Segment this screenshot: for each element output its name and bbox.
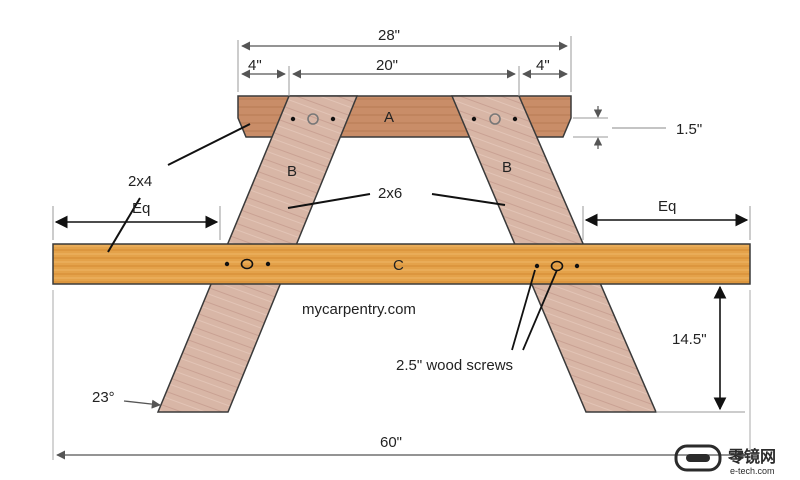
seat-support-c: [52, 243, 751, 285]
dimension-seat-height: [656, 285, 745, 413]
site-credit: mycarpentry.com: [302, 301, 416, 318]
dimension-eq-right-label: Eq: [658, 198, 676, 215]
angle-indicator: [123, 399, 161, 409]
callout-2x6-label: 2x6: [378, 185, 402, 202]
dimension-top-parts: [241, 66, 568, 96]
part-label-a: A: [384, 109, 394, 126]
dimension-thickness-label: 1.5": [676, 121, 702, 138]
dimension-overall-width-label: 60": [380, 434, 402, 451]
dimension-thickness: [573, 106, 666, 149]
dimension-right-4-label: 4": [536, 57, 550, 74]
dimension-overall-width: [52, 290, 751, 460]
dimension-left-4-label: 4": [248, 57, 262, 74]
dimension-eq-left-label: Eq: [132, 200, 150, 217]
dimension-seat-height-label: 14.5": [672, 331, 707, 348]
top-cleat-screws: [290, 113, 518, 125]
watermark-url: e-tech.com: [730, 466, 775, 476]
dimension-top-width-label: 28": [378, 27, 400, 44]
dimension-top-width: [237, 36, 572, 92]
dimension-eq-left: [52, 206, 221, 240]
callout-2x4-label: 2x4: [128, 173, 152, 190]
callout-2x6-leaders: [287, 193, 506, 209]
part-label-b-left: B: [287, 163, 297, 180]
seat-support-screws: [224, 258, 580, 272]
dimension-middle-20-label: 20": [376, 57, 398, 74]
part-label-c: C: [393, 257, 404, 274]
watermark-brand: 零镜网: [727, 447, 776, 466]
watermark: 零镜网 e-tech.com: [674, 444, 776, 476]
callout-screws-label: 2.5" wood screws: [396, 357, 513, 374]
dimension-eq-right: [582, 206, 751, 240]
angle-label: 23°: [92, 389, 115, 406]
callout-screws-leaders: [511, 269, 558, 351]
part-label-b-right: B: [502, 159, 512, 176]
